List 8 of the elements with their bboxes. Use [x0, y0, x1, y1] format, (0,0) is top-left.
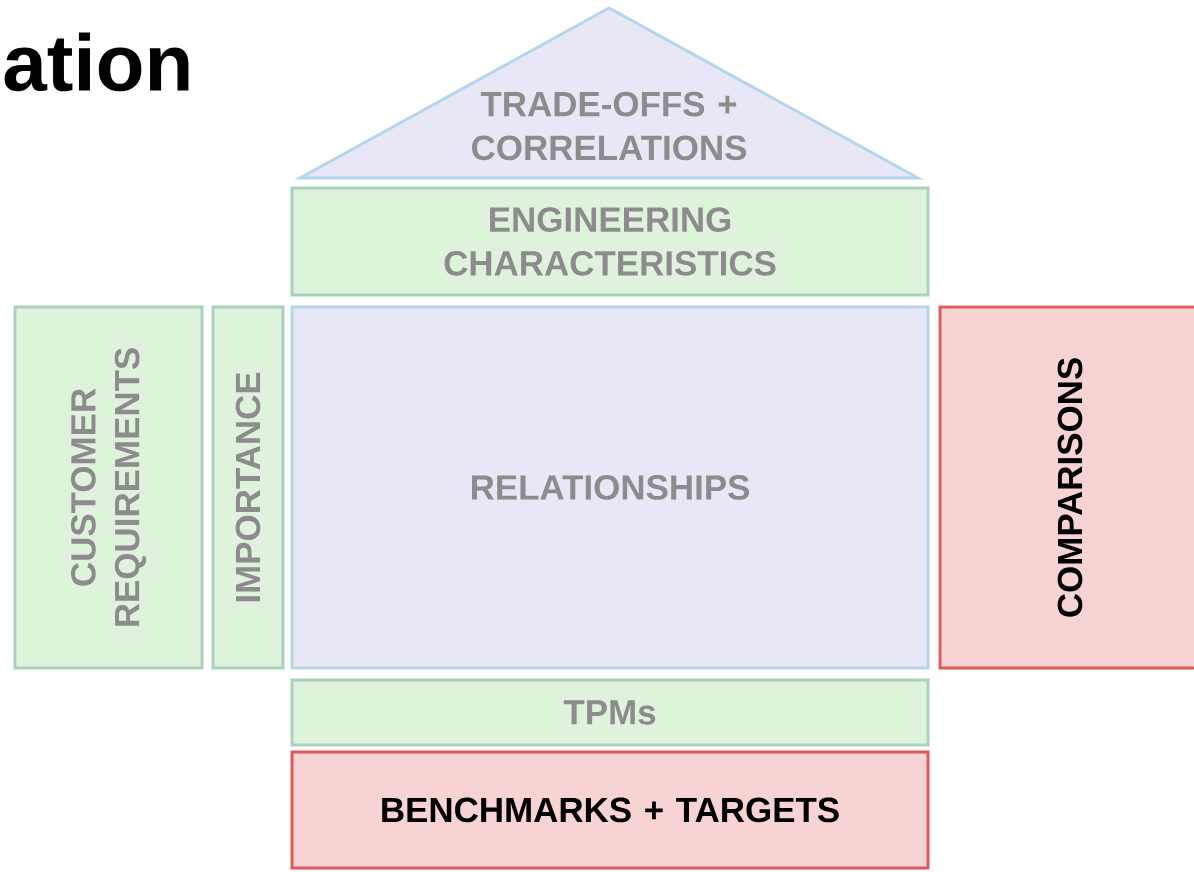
matrix-box: RELATIONSHIPS: [290, 305, 930, 670]
row-box: BENCHMARKS + TARGETS: [290, 750, 930, 870]
header-box: ENGINEERING CHARACTERISTICS: [290, 186, 930, 297]
side-box: CUSTOMER REQUIREMENTS: [13, 305, 204, 670]
side-box: COMPARISONS: [938, 305, 1194, 670]
row-box: TPMs: [290, 678, 930, 747]
side-box: IMPORTANCE: [211, 305, 285, 670]
title: ation: [4, 32, 189, 92]
